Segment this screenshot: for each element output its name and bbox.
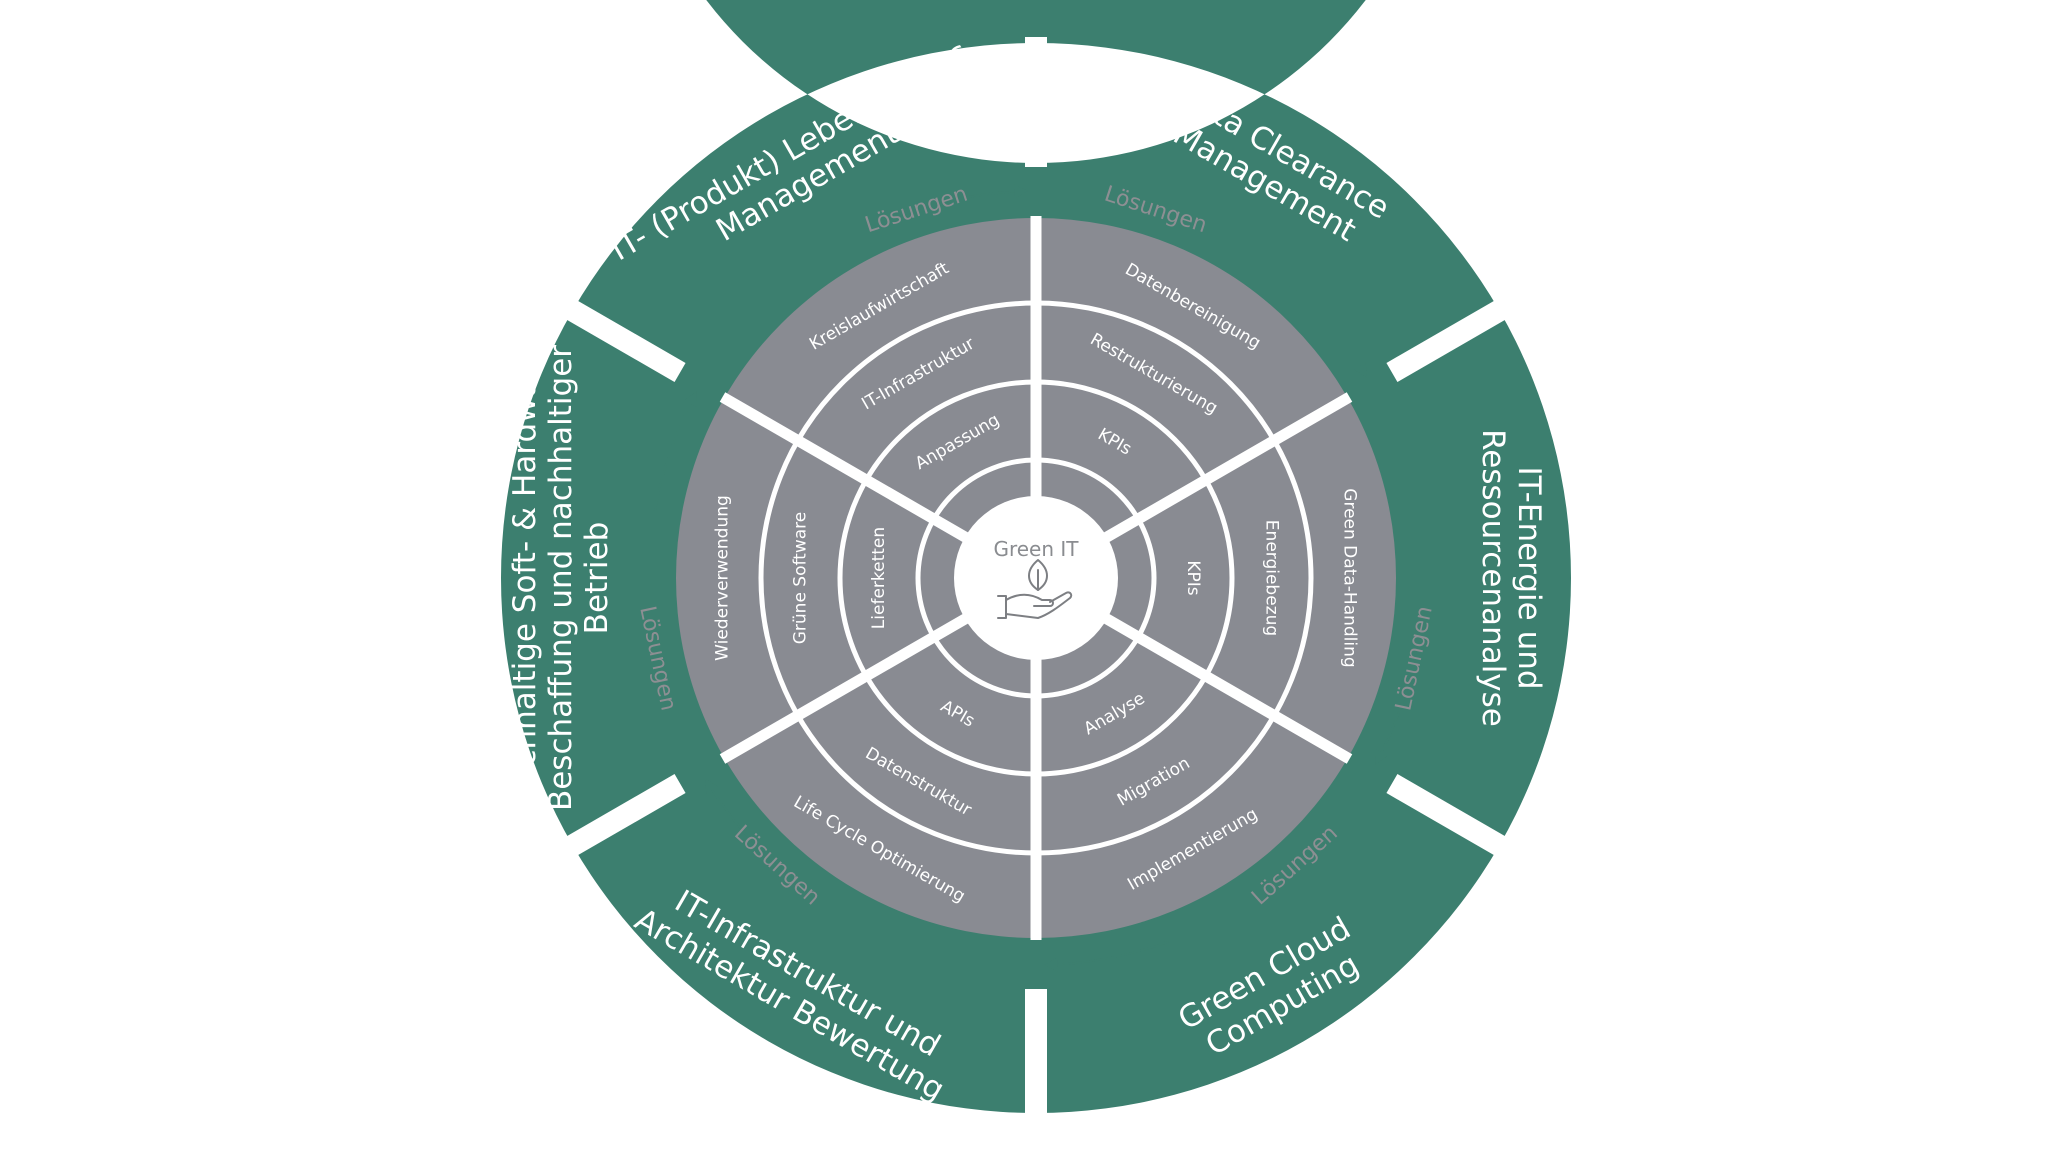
solution-arrow: [653, 391, 697, 511]
solution-arrow: [704, 778, 788, 876]
outer-segment-label: Ressourcenanalyse: [1475, 429, 1511, 727]
inner-segment-divider: [719, 392, 970, 543]
hand-leaf-icon: [997, 559, 1073, 619]
outer-segment-label: Beschaffung und nachhaltiger: [543, 345, 579, 811]
outer-segment-divider: [561, 297, 686, 383]
inner-segment-divider: [1102, 613, 1353, 764]
ring-label: Green Data-Handling: [1340, 488, 1360, 667]
outer-segment-divider: [561, 773, 686, 859]
outer-segment-label: Betrieb: [579, 522, 615, 635]
inner-segment-divider: [1102, 392, 1353, 543]
outer-segment-divider: [1386, 773, 1511, 859]
solution-arrow: [1375, 645, 1419, 765]
outer-segment-label: IT-Energie und: [1511, 466, 1547, 689]
ring-label: KPIs: [1183, 560, 1203, 595]
ring-label: Wiederverwendung: [713, 495, 733, 661]
ring-label: Lieferketten: [869, 527, 889, 629]
ring-label: Grüne Software: [791, 512, 811, 645]
outer-segment-divider: [1386, 297, 1511, 383]
solution-arrow: [903, 184, 1029, 216]
center-title: Green IT: [993, 537, 1079, 561]
outer-segment-label: Nachhaltige Soft- & Hardware: [507, 347, 543, 808]
solution-arrow: [1284, 280, 1368, 378]
ring-label: Energiebezug: [1262, 520, 1282, 636]
solution-arrow: [1043, 940, 1169, 972]
inner-segment-divider: [719, 613, 970, 764]
center-circle: [954, 496, 1118, 660]
